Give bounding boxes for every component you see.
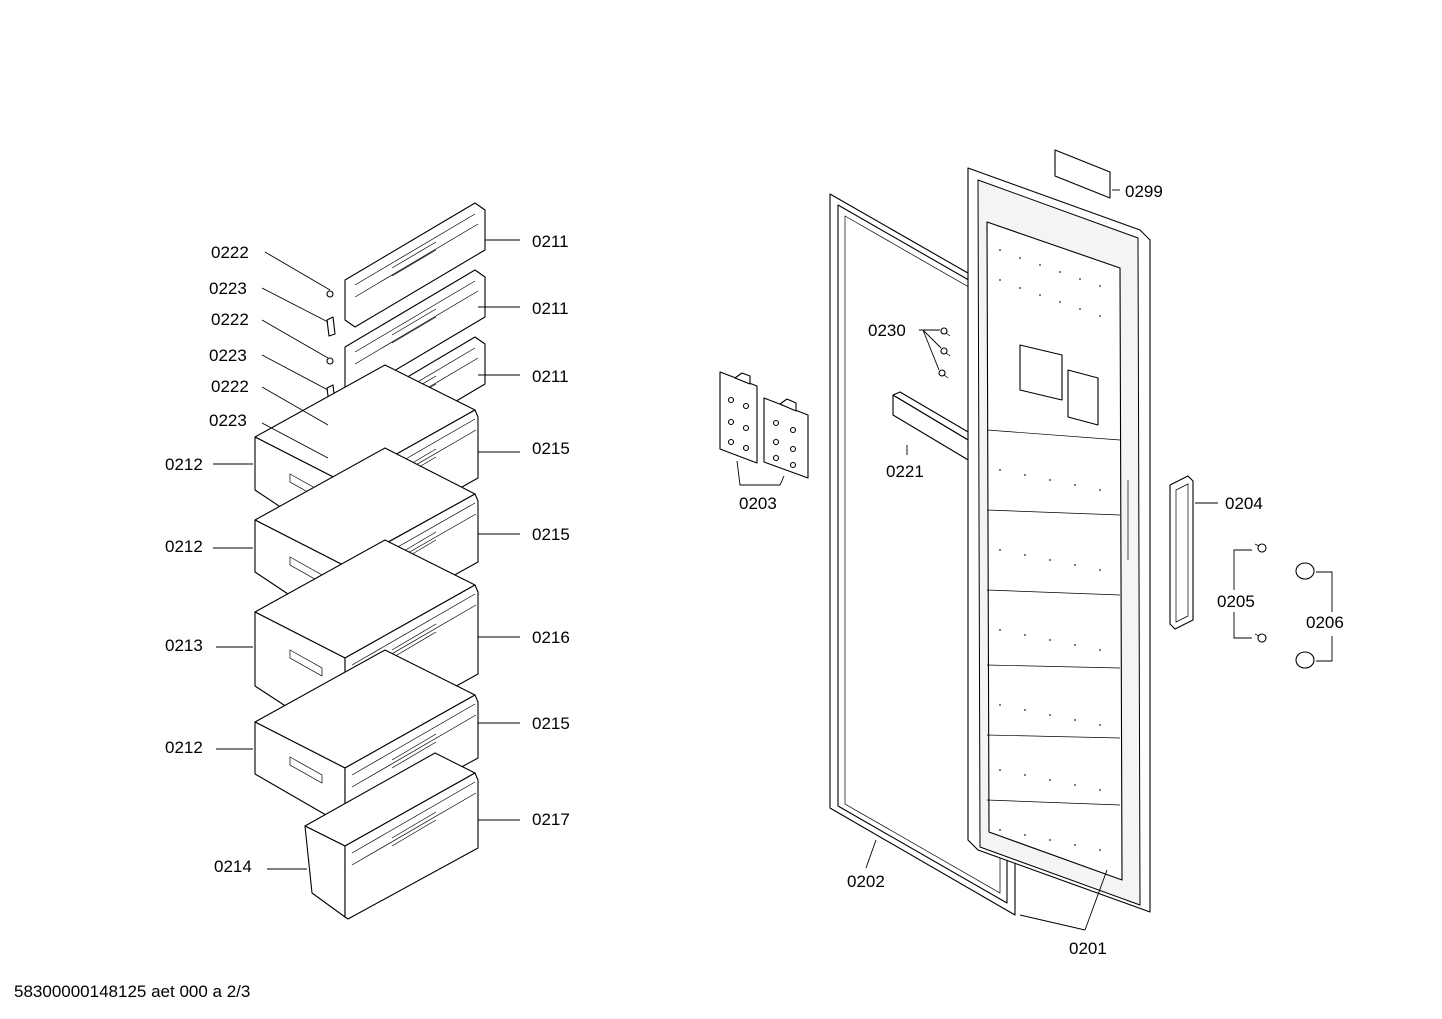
label-0215-a: 0215 (532, 439, 570, 458)
drawer-front-0211-a (344, 202, 486, 328)
ice-pack-1 (719, 371, 758, 464)
ice-pack-2 (763, 397, 809, 479)
label-0211-c: 0211 (532, 367, 569, 386)
label-0214: 0214 (214, 857, 252, 876)
label-0205: 0205 (1217, 592, 1255, 611)
label-0216: 0216 (532, 628, 570, 647)
leader-lines (213, 189, 1333, 931)
label-0202: 0202 (847, 872, 885, 891)
label-0206: 0206 (1306, 613, 1344, 632)
screws-0230 (938, 327, 951, 379)
label-0222-a: 0222 (211, 243, 249, 262)
label-0223-b: 0223 (209, 346, 247, 365)
label-0211-a: 0211 (532, 232, 569, 251)
label-0204: 0204 (1225, 494, 1263, 513)
inner-door-panel (967, 167, 1151, 913)
screws-0205 (1254, 543, 1267, 643)
label-0212-b: 0212 (165, 537, 203, 556)
label-0215-b: 0215 (532, 525, 570, 544)
label-0215-c: 0215 (532, 714, 570, 733)
label-0230: 0230 (868, 321, 906, 340)
label-0201: 0201 (1069, 939, 1107, 958)
label-plate (1054, 149, 1111, 199)
label-0223-a: 0223 (209, 279, 247, 298)
label-0213: 0213 (165, 636, 203, 655)
label-0222-b: 0222 (211, 310, 249, 329)
label-0212-c: 0212 (165, 738, 203, 757)
label-0223-c: 0223 (209, 411, 247, 430)
label-0203: 0203 (739, 494, 777, 513)
door-handle (1169, 475, 1194, 630)
label-0221: 0221 (886, 462, 924, 481)
part-labels: 0222 0223 0222 0223 0222 0223 0211 0211 … (165, 182, 1344, 958)
label-0211-b: 0211 (532, 299, 569, 318)
document-code: 58300000148125 aet 000 a 2/3 (14, 982, 250, 1001)
label-0299: 0299 (1125, 182, 1163, 201)
label-0217: 0217 (532, 810, 570, 829)
label-0222-c: 0222 (211, 377, 249, 396)
door-dot-pattern (999, 249, 1101, 851)
drawer-tier-5 (304, 752, 479, 920)
label-0212-a: 0212 (165, 455, 203, 474)
caps-0206 (1295, 562, 1315, 669)
